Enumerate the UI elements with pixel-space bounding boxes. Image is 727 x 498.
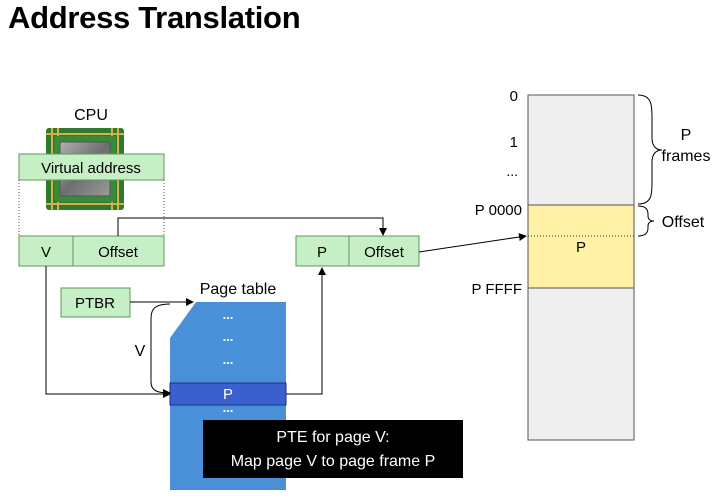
virtual-offset-box xyxy=(72,235,165,267)
memory-frame-p xyxy=(527,204,635,289)
virtual-address-box xyxy=(18,153,165,181)
page-table-ellipsis-4: ... xyxy=(223,400,234,415)
ptbr-box xyxy=(60,287,131,318)
memory-addr-ellipsis: ... xyxy=(506,163,518,179)
page-table-ellipsis-1: ... xyxy=(223,307,234,322)
physical-frame-box xyxy=(295,235,350,267)
physical-offset-box xyxy=(348,235,420,267)
frames-brace-label-2: frames xyxy=(662,148,711,165)
memory-addr-1: 1 xyxy=(510,134,518,151)
ptbr-label: PTBR xyxy=(75,295,115,312)
memory-addr-p-start: P 0000 xyxy=(475,202,522,219)
frames-brace-label-1: P xyxy=(681,127,692,144)
frames-brace xyxy=(637,94,663,205)
v-index-label: V xyxy=(135,343,146,360)
offset-brace xyxy=(637,205,655,237)
pte-to-frame-arrow xyxy=(286,267,326,395)
memory-addr-0: 0 xyxy=(510,88,518,105)
pte-entry-label: P xyxy=(223,386,233,403)
virtual-address-label: Virtual address xyxy=(41,160,141,177)
memory-addr-p-end: P FFFF xyxy=(471,281,522,298)
physical-to-memory-arrow xyxy=(418,233,527,253)
page-table-ellipsis-3: ... xyxy=(223,352,234,367)
page-table-label: Page table xyxy=(200,281,277,298)
virtual-offset-label: Offset xyxy=(98,244,139,261)
page-table-ellipsis-2: ... xyxy=(223,329,234,344)
pte-note-line1: PTE for page V: xyxy=(276,429,389,446)
pte-note-box xyxy=(203,420,463,478)
offset-connector xyxy=(117,217,387,236)
v-index-bracket xyxy=(150,303,171,397)
physical-frame-label: P xyxy=(317,244,327,261)
memory-frame-label: P xyxy=(576,239,586,256)
offset-brace-label: Offset xyxy=(662,214,705,231)
cpu-label: CPU xyxy=(74,107,108,124)
pte-note-line2: Map page V to page frame P xyxy=(231,453,436,470)
virtual-page-label: V xyxy=(41,244,51,261)
physical-offset-label: Offset xyxy=(364,244,405,261)
v-index-path xyxy=(45,266,171,398)
page-title: Address Translation xyxy=(8,0,301,35)
